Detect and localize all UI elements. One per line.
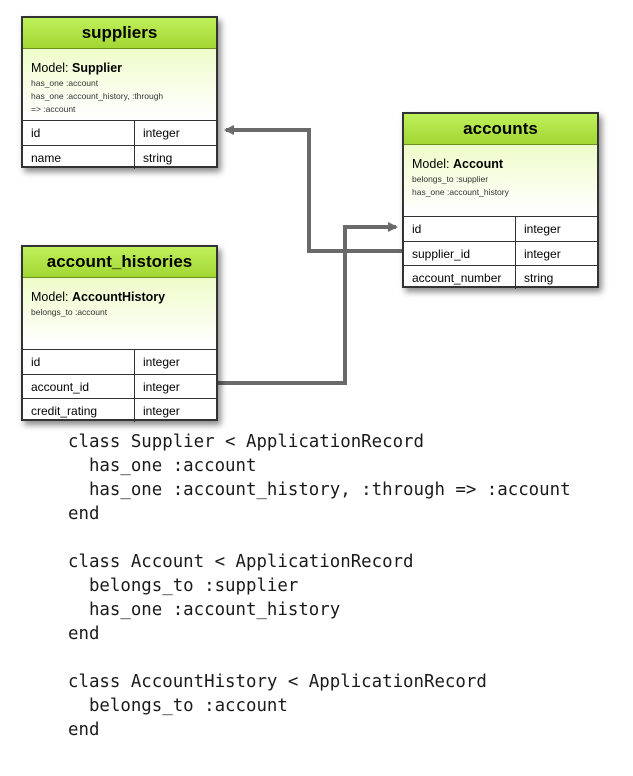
column-name: id (23, 350, 135, 374)
column-type: integer (143, 126, 180, 140)
association-line: => :account (31, 104, 76, 114)
model-prefix: Model: (31, 290, 72, 304)
association-line: has_one :account_history, :through (31, 91, 164, 101)
association-line: has_one :account_history (412, 187, 509, 197)
code-line: belongs_to :supplier (68, 576, 299, 596)
column-row: id integer (404, 217, 597, 241)
association-line: has_one :account (31, 78, 99, 88)
column-type: integer (143, 404, 180, 418)
column-row: id integer (23, 350, 216, 374)
code-line: class AccountHistory < ApplicationRecord (68, 672, 487, 692)
column-type: integer (143, 380, 180, 394)
column-name: supplier_id (404, 242, 516, 265)
model-info: Model: AccountHistory belongs_to :accoun… (23, 278, 216, 350)
column-name: credit_rating (23, 399, 135, 422)
model-info: Model: Account belongs_to :supplier has_… (404, 145, 597, 217)
table-title: account_histories (23, 247, 216, 278)
model-name: AccountHistory (72, 290, 166, 304)
column-name: name (23, 146, 135, 169)
code-line: has_one :account (68, 456, 257, 476)
association-line: belongs_to :supplier (412, 174, 489, 184)
column-name: account_id (23, 375, 135, 398)
table-suppliers: suppliers Model: Supplier has_one :accou… (21, 16, 218, 169)
code-line: belongs_to :account (68, 696, 288, 716)
code-line: class Account < ApplicationRecord (68, 552, 414, 572)
connector-account-id-to-accounts-id (218, 222, 398, 385)
code-line (68, 526, 571, 550)
column-name: id (404, 217, 516, 241)
code-line: end (68, 624, 100, 644)
columns-list: id integer supplier_id integer account_n… (404, 217, 597, 289)
column-type: integer (524, 222, 561, 236)
model-name: Supplier (72, 61, 123, 75)
table-accounts: accounts Model: Account belongs_to :supp… (402, 112, 599, 289)
table-title: accounts (404, 114, 597, 145)
code-line: class Supplier < ApplicationRecord (68, 432, 424, 452)
column-type: integer (524, 247, 561, 261)
column-name: account_number (404, 266, 516, 289)
model-line: Model: Supplier (31, 61, 208, 75)
column-row: account_number string (404, 265, 597, 289)
code-line (68, 646, 571, 670)
code-line: has_one :account_history (68, 600, 341, 620)
model-line: Model: AccountHistory (31, 290, 208, 304)
model-name: Account (453, 157, 503, 171)
column-row: name string (23, 145, 216, 169)
code-listing: class Supplier < ApplicationRecord has_o… (68, 430, 571, 742)
column-row: account_id integer (23, 374, 216, 398)
column-type: string (524, 271, 554, 285)
code-line: has_one :account_history, :through => :a… (68, 480, 571, 500)
column-row: id integer (23, 121, 216, 145)
association-line: belongs_to :account (31, 307, 108, 317)
column-type: string (143, 151, 173, 165)
table-title: suppliers (23, 18, 216, 49)
code-line: end (68, 504, 100, 524)
code-line: end (68, 720, 100, 740)
column-row: credit_rating integer (23, 398, 216, 422)
relationship-connectors (218, 125, 404, 385)
model-line: Model: Account (412, 157, 589, 171)
table-account-histories: account_histories Model: AccountHistory … (21, 245, 218, 422)
column-row: supplier_id integer (404, 241, 597, 265)
column-name: id (23, 121, 135, 145)
model-prefix: Model: (31, 61, 72, 75)
column-type: integer (143, 355, 180, 369)
connector-supplier-id-to-suppliers-id (224, 125, 404, 253)
model-info: Model: Supplier has_one :account has_one… (23, 49, 216, 121)
columns-list: id integer name string (23, 121, 216, 169)
model-prefix: Model: (412, 157, 453, 171)
columns-list: id integer account_id integer credit_rat… (23, 350, 216, 422)
